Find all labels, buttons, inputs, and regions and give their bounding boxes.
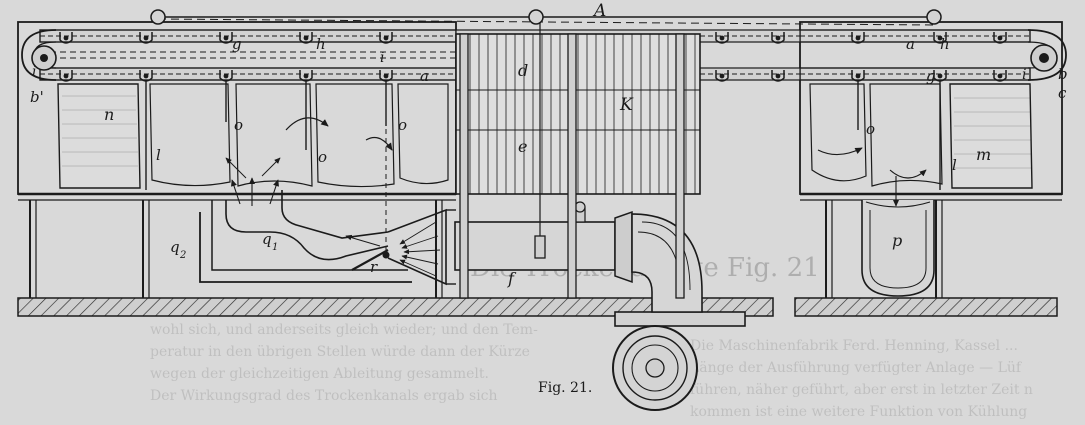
label-q2: q <box>170 238 180 256</box>
label-K: K <box>619 95 634 115</box>
collector-p <box>861 200 935 297</box>
label-d: d <box>518 61 528 80</box>
post <box>567 33 577 299</box>
hanging-goods <box>57 83 1033 189</box>
bleed-line: führen, näher geführt, aber erst in letz… <box>690 382 1033 398</box>
label-q1: q <box>262 230 272 248</box>
carrier-hook <box>851 32 865 44</box>
label-n: n <box>104 105 114 124</box>
bleed-line: Der Wirkungsgrad des Trockenkanals ergab… <box>150 388 498 404</box>
figure-caption: Fig. 21. <box>538 380 592 396</box>
diagram-labels: A a a b' b c d e f g g h h i i i K l l m… <box>30 1 1068 288</box>
mixing-cone <box>387 208 447 286</box>
hide <box>315 83 395 188</box>
label-h: h <box>940 35 950 53</box>
bleed-line: Die Maschinenfabrik Ferd. Henning, Kasse… <box>690 338 1018 354</box>
hide <box>869 83 943 187</box>
carriers <box>59 32 1007 82</box>
carrier-hook <box>139 32 153 44</box>
carrier-hook <box>715 70 729 82</box>
label-m: m <box>976 145 991 164</box>
counterweight <box>534 235 546 259</box>
fan-wheel-inner <box>631 344 679 392</box>
label-o: o <box>318 148 327 166</box>
bleed-line: wohl sich, und anderseits gleich wieder;… <box>150 322 538 338</box>
carrier-hook <box>59 32 73 44</box>
label-o: o <box>234 116 243 134</box>
nozzle-r <box>351 249 389 271</box>
label-A: A <box>592 1 606 21</box>
heater-section <box>455 22 701 299</box>
carrier-hook <box>771 70 785 82</box>
label-a: a <box>420 67 429 85</box>
carrier-hook <box>59 70 73 82</box>
floor <box>17 297 1058 317</box>
carrier-hook <box>993 70 1007 82</box>
label-r: r <box>370 258 378 276</box>
duct-q1-inner <box>225 200 389 261</box>
label-b: b <box>1058 65 1068 83</box>
bleed-line: wegen der gleichzeitigen Ableitung gesam… <box>150 366 489 382</box>
label-h: h <box>316 35 326 53</box>
hide <box>149 83 231 187</box>
label-q2-subscript: 2 <box>179 250 186 261</box>
pulley <box>528 9 544 25</box>
carrier-hook <box>771 32 785 44</box>
label-g: g <box>232 35 242 53</box>
bleed-through-text: Die Trockenanlage Fig. 21 wohl sich, und… <box>150 253 1033 420</box>
hide <box>809 83 867 182</box>
label-p: p <box>892 231 902 250</box>
label-i: i <box>380 50 384 66</box>
fan-base <box>614 311 746 327</box>
carrier-hook <box>933 32 947 44</box>
heater-ribs <box>469 34 696 194</box>
hide-n <box>57 83 141 189</box>
carrier-hook <box>299 32 313 44</box>
label-c: c <box>1058 84 1067 102</box>
pulley <box>926 9 942 25</box>
carrier-hook <box>379 32 393 44</box>
label-o: o <box>866 120 875 138</box>
duct-q2-inner <box>211 200 408 271</box>
label-o: o <box>398 116 407 134</box>
collector-vessel <box>861 200 935 297</box>
bleed-line: peratur in den übrigen Stellen würde dan… <box>150 344 530 360</box>
label-l: l <box>156 146 161 164</box>
carrier-hook <box>993 32 1007 44</box>
label-a: a <box>906 35 915 53</box>
pulley <box>150 9 166 25</box>
post <box>459 33 469 299</box>
duct-q1-outer <box>281 190 389 239</box>
label-i: i <box>32 64 36 80</box>
air-duct <box>199 84 456 286</box>
fan-duct <box>454 201 703 313</box>
fan-wheel <box>622 335 688 401</box>
carrier-hook <box>715 32 729 44</box>
label-f: f <box>507 269 517 288</box>
label-b: b' <box>30 88 44 106</box>
hide-m <box>949 83 1033 189</box>
label-g: g <box>926 67 936 85</box>
duct-q2-outer <box>199 212 412 283</box>
fan-hub <box>645 358 665 378</box>
air-flow-arrows <box>225 117 927 207</box>
label-q1-subscript: 1 <box>272 242 278 253</box>
post <box>675 33 685 299</box>
label-i: i <box>1022 67 1026 83</box>
hide <box>397 83 449 185</box>
floor-left <box>17 297 774 317</box>
label-e: e <box>518 137 527 156</box>
carrier-hook <box>219 32 233 44</box>
hide <box>235 83 313 187</box>
pipe-flange <box>614 210 633 284</box>
floor-right <box>794 297 1058 317</box>
label-l: l <box>952 156 957 174</box>
rope-A <box>150 9 942 26</box>
bleed-line: Länge der Ausführung verfügter Anlage — … <box>690 360 1023 376</box>
bleed-line: kommen ist eine weitere Funktion von Küh… <box>690 404 1027 420</box>
